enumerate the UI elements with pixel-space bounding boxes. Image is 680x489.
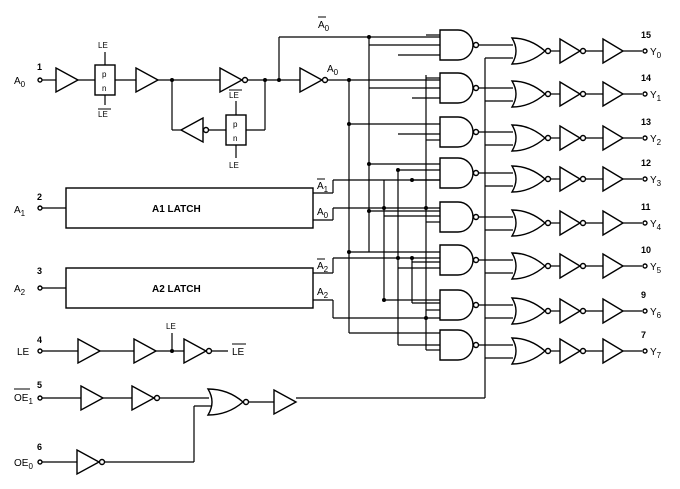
svg-text:7: 7 — [641, 330, 646, 340]
decoder-row-5 — [349, 244, 642, 280]
switch-le-label: LE — [98, 41, 108, 50]
input-label-a1: A1 — [14, 205, 26, 218]
nor-gate-4 — [510, 209, 547, 237]
a2-latch-label: A2 LATCH — [152, 284, 201, 295]
svg-text:11: 11 — [641, 202, 651, 212]
a2-latch-section: 3 A2 A2 LATCH A2 A2 — [14, 257, 440, 319]
a2-latch-block — [65, 267, 314, 309]
svg-text:13: 13 — [641, 117, 651, 127]
and-gate-6 — [439, 289, 474, 321]
output-label-y4: Y4 — [650, 219, 662, 232]
nor-gate-0 — [510, 37, 547, 65]
input-label-a0: A0 — [14, 76, 26, 89]
decoder-row-3 — [369, 157, 642, 193]
nor-gate-7 — [510, 337, 547, 365]
nor-gate-2 — [510, 124, 547, 152]
and-gate-4 — [439, 201, 474, 233]
oe-nor-gate — [206, 388, 245, 416]
and-gate-3 — [439, 157, 474, 189]
le-tap-label: LE — [166, 322, 176, 331]
svg-text:15: 15 — [641, 30, 651, 40]
decoder-rows — [349, 29, 642, 398]
buffer-2 — [135, 66, 160, 94]
signal-bus — [347, 35, 428, 350]
feedback-inverter — [179, 116, 204, 144]
oe-input-path: 5 OE1 6 OE0 — [14, 380, 485, 476]
output-label-y7: Y7 — [650, 347, 662, 360]
and-gate-1 — [439, 72, 474, 104]
input-label-le: LE — [17, 347, 30, 358]
decoder-row-1 — [369, 72, 642, 108]
svg-text:5: 5 — [37, 380, 42, 390]
and-gate-5 — [439, 244, 474, 276]
decoder-row-7 — [349, 329, 642, 365]
output-label-y5: Y5 — [650, 262, 662, 275]
a1-latch-label: A1 LATCH — [152, 204, 201, 215]
a0-input-path: 1 A0 p n LE LE p n LE LE — [14, 16, 440, 170]
input-buffer — [55, 66, 80, 94]
decoder-row-2 — [349, 116, 642, 152]
svg-text:4: 4 — [37, 335, 42, 345]
output-label-y2: Y2 — [650, 134, 662, 147]
input-label-oe1: OE1 — [14, 393, 33, 406]
switch-p-label: p — [102, 70, 107, 79]
input-label-oe0: OE0 — [14, 458, 33, 471]
svg-text:14: 14 — [641, 73, 651, 83]
le-bar-output-label: LE — [232, 347, 245, 358]
a0-label: A0 — [327, 64, 339, 77]
input-label-a2: A2 — [14, 284, 26, 297]
svg-text:9: 9 — [641, 290, 646, 300]
switch-le-bar-label: LE — [98, 110, 108, 119]
a0-bar-label: A0 — [318, 20, 330, 33]
a1-bar-label: A1 — [317, 181, 329, 194]
svg-text:n: n — [233, 134, 237, 143]
decoder-row-6 — [384, 289, 642, 325]
svg-text:12: 12 — [641, 158, 651, 168]
svg-text:6: 6 — [37, 442, 42, 452]
and-gate-7 — [439, 329, 474, 361]
output-buffer-b-0 — [602, 37, 625, 65]
le-input-path: 4 LE LE LE — [17, 322, 246, 365]
a1-latch-section: 2 A1 A1 LATCH A1 A0 — [14, 178, 440, 229]
svg-text:2: 2 — [37, 192, 42, 202]
nor-gate-5 — [510, 252, 547, 280]
svg-text:3: 3 — [37, 266, 42, 276]
nor-gate-6 — [510, 297, 547, 325]
svg-text:p: p — [233, 120, 238, 129]
buffer-3 — [219, 66, 244, 94]
and-gate-0 — [439, 29, 474, 61]
outputs: 15 14 13 12 11 10 9 7 Y0 Y1 Y2 Y3 Y4 Y5 … — [641, 30, 662, 360]
and-gate-2 — [439, 116, 474, 148]
a2-bar-label: A2 — [317, 261, 329, 274]
output-label-y1: Y1 — [650, 90, 662, 103]
decoder-row-0 — [369, 29, 642, 65]
nor-gate-1 — [510, 80, 547, 108]
a1-latch-block — [65, 187, 314, 229]
a1-label: A0 — [317, 207, 329, 220]
switch-n-label: n — [102, 84, 106, 93]
output-label-y3: Y3 — [650, 175, 662, 188]
input-terminal — [37, 77, 43, 83]
nor-gate-3 — [510, 165, 547, 193]
pin-number-1: 1 — [37, 62, 42, 72]
output-label-y0: Y0 — [650, 47, 662, 60]
svg-text:LE: LE — [229, 161, 239, 170]
svg-text:10: 10 — [641, 245, 651, 255]
svg-text:LE: LE — [229, 91, 239, 100]
output-label-y6: Y6 — [650, 307, 662, 320]
output-buffer-a-0 — [559, 37, 582, 65]
a2-label: A2 — [317, 287, 329, 300]
buffer-4 — [299, 66, 324, 94]
decoder-row-4 — [369, 201, 642, 237]
